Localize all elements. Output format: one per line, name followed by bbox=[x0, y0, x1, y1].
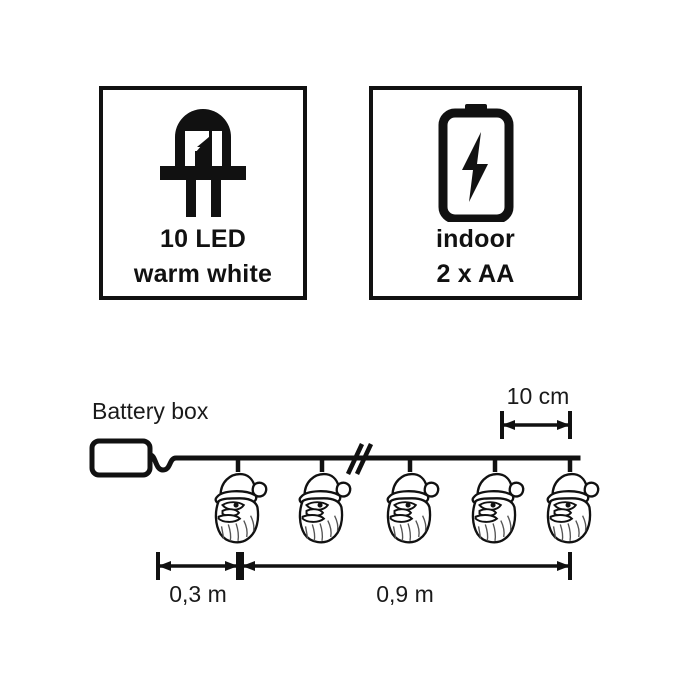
dimension-label-spacing: 10 cm bbox=[506, 383, 570, 409]
dimension-lit-length-09m bbox=[240, 552, 572, 580]
led-bulb-icon bbox=[160, 109, 246, 217]
dimension-label-lit-length: 0,9 m bbox=[376, 581, 434, 607]
dimension-spacing-10cm bbox=[500, 411, 572, 439]
dimension-label-lead: 0,3 m bbox=[169, 581, 227, 607]
santa-head-icon bbox=[386, 472, 440, 544]
santa-head-icon bbox=[471, 472, 525, 544]
battery-box-label: Battery box bbox=[92, 398, 209, 424]
santa-head-icon bbox=[546, 472, 600, 544]
spec-panel-battery: indoor 2 x AA bbox=[369, 86, 582, 300]
light-string-wire bbox=[147, 452, 581, 473]
santa-head-icon bbox=[298, 472, 352, 544]
led-line-2: warm white bbox=[133, 260, 273, 288]
battery-bolt-icon bbox=[438, 104, 513, 222]
santa-head-icon bbox=[214, 472, 268, 544]
double-slash-break-icon bbox=[345, 443, 374, 475]
battery-box-shape bbox=[89, 438, 153, 478]
battery-icon-wrap bbox=[373, 104, 578, 222]
battery-line-1: indoor bbox=[436, 225, 515, 253]
led-icon-wrap bbox=[103, 104, 303, 222]
spec-panel-led: 10 LED warm white bbox=[99, 86, 307, 300]
battery-line-2: 2 x AA bbox=[436, 260, 515, 288]
dimension-lead-03m bbox=[156, 552, 240, 580]
led-line-1: 10 LED bbox=[160, 225, 246, 253]
lamp-stems bbox=[235, 458, 573, 472]
